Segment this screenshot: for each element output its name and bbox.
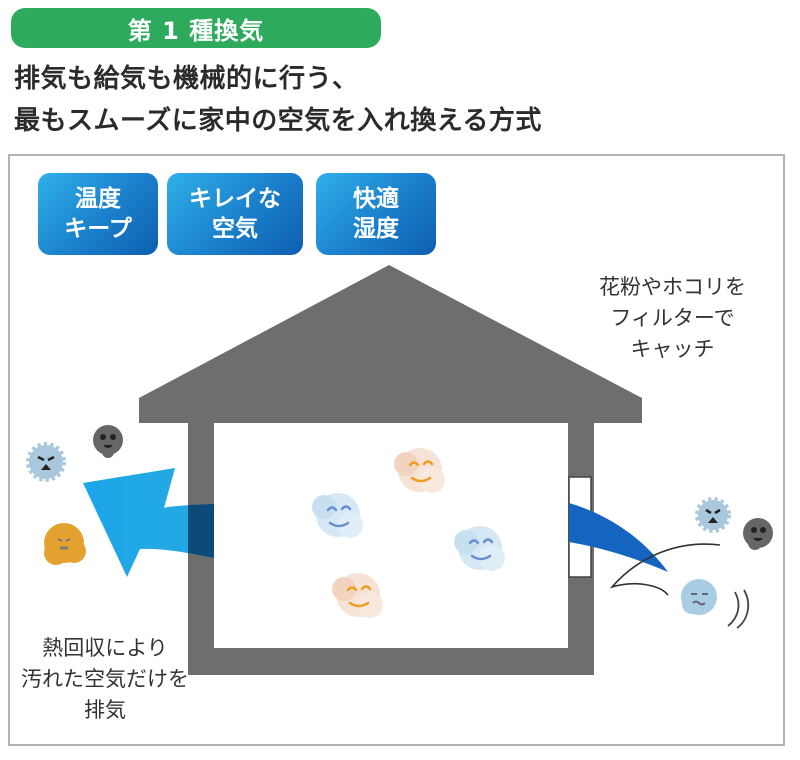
clean-air-blue-icon xyxy=(454,526,505,571)
clean-air-blue-icon xyxy=(312,493,363,538)
clean-air-orange-icon xyxy=(394,448,445,493)
dust-icon xyxy=(93,425,123,458)
filter-caption: 花粉やホコリを フィルターで キャッチ xyxy=(599,275,746,361)
diagram-frame xyxy=(8,154,785,746)
subtitle-line-1: 排気も給気も機械的に行う、 xyxy=(14,64,359,94)
pollen-icon xyxy=(44,523,86,565)
feature-comfortable-humidity: 快適 湿度 xyxy=(316,173,436,255)
subtitle-line-2: 最もスムーズに家中の空気を入れ換える方式 xyxy=(14,106,542,136)
feature-temperature-keep: 温度 キープ xyxy=(38,173,158,255)
dust-icon xyxy=(743,518,773,550)
house-roof xyxy=(139,265,642,423)
feature-clean-air: キレイな 空気 xyxy=(167,173,303,255)
germ-icon xyxy=(695,497,731,533)
exhaust-caption: 熱回収により 汚れた空気だけを 排気 xyxy=(21,636,189,722)
house-floor xyxy=(188,648,594,675)
title-badge: 第 1 種換気 xyxy=(11,8,381,48)
exhaust-air-arrow xyxy=(83,468,214,577)
title-text: 第 1 種換気 xyxy=(127,16,265,45)
germ-icon xyxy=(26,442,66,482)
filter-swoosh-line xyxy=(609,543,721,596)
heat-exchange-section xyxy=(188,504,214,558)
dust-ball-icon xyxy=(681,579,717,615)
intake-air-stream xyxy=(569,503,668,572)
clean-air-orange-icon xyxy=(332,573,383,618)
motion-lines-icon xyxy=(727,589,750,629)
